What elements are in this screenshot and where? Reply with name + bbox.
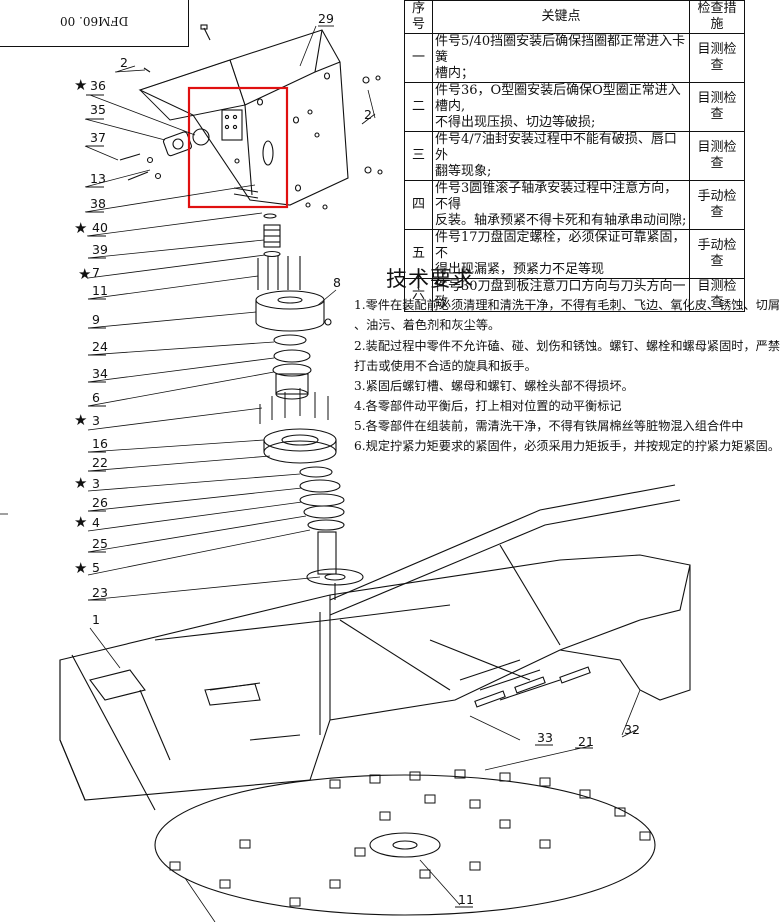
row-method: 手动检查 bbox=[689, 229, 745, 279]
critical-star-3: ★ bbox=[74, 411, 88, 429]
check-table-header: 序号 关键点 检查措施 bbox=[404, 0, 745, 34]
critical-star-5: ★ bbox=[74, 559, 88, 577]
row-method: 手动检查 bbox=[689, 180, 745, 230]
row-line: 翻等现象; bbox=[434, 164, 492, 179]
leader-lines bbox=[0, 25, 641, 922]
table-row: 五 件号17刀盘固定螺栓，必须保证可靠紧固，不得出现漏紧，预紧力不足等现 手动检… bbox=[404, 229, 745, 279]
balloon-3: 3 bbox=[92, 476, 100, 491]
tech-req-line: 1.零件在装配前必须清理和清洗干净，不得有毛刺、飞边、氧化皮、锈蚀、切屑 bbox=[354, 298, 780, 312]
tech-req-line: 4.各零部件动平衡后，打上相对位置的动平衡标记 bbox=[354, 399, 622, 413]
row-line: 件号36，O型圈安装后确保O型圈正常进入槽内, bbox=[434, 83, 681, 114]
row-line: 反装。轴承预紧不得卡死和有轴承串动间隙; bbox=[434, 213, 687, 228]
assembly-drawing bbox=[0, 24, 691, 922]
highlight-box bbox=[187, 86, 289, 209]
row-line: 得出现漏紧，预紧力不足等现 bbox=[434, 262, 604, 277]
row-keypoint: 件号3圆锥滚子轴承安装过程中注意方向，不得反装。轴承预紧不得卡死和有轴承串动间隙… bbox=[431, 180, 691, 230]
table-row: 六 件号30刀盘到板注意刀口方向与刀头方向一致 目测检查 bbox=[404, 278, 745, 312]
balloon-9: 9 bbox=[92, 312, 100, 327]
tech-req-line: 2.装配过程中零件不允许磕、碰、划伤和锈蚀。螺钉、螺栓和螺母紧固时，严禁 bbox=[354, 339, 780, 353]
row-keypoint: 件号4/7油封安装过程中不能有破损、唇口外翻等现象; bbox=[431, 131, 691, 181]
balloon-36: 36 bbox=[90, 78, 106, 93]
cutting-disc bbox=[154, 769, 656, 916]
balloon-2: 2 bbox=[364, 107, 372, 122]
row-no: 三 bbox=[404, 131, 433, 181]
balloon-16: 16 bbox=[92, 436, 108, 451]
critical-star-7: ★ bbox=[78, 265, 92, 283]
tech-req-line: 打击或使用不合适的旋具和扳手。 bbox=[354, 359, 537, 373]
balloon-29: 29 bbox=[318, 11, 334, 26]
shaft-stack bbox=[255, 213, 364, 600]
balloon-23: 23 bbox=[92, 585, 108, 600]
balloon-40: 40 bbox=[92, 220, 108, 235]
critical-star-3b: ★ bbox=[74, 474, 88, 492]
balloon-underlines bbox=[86, 25, 637, 908]
balloon-4: 4 bbox=[92, 515, 100, 530]
critical-star-36: ★ bbox=[74, 76, 88, 94]
row-no: 二 bbox=[404, 82, 433, 132]
header-keypoint: 关键点 bbox=[431, 0, 691, 34]
critical-star-40: ★ bbox=[74, 219, 88, 237]
balloon-25: 25 bbox=[92, 536, 108, 551]
row-line: 槽内； bbox=[434, 66, 474, 81]
balloon-7: 7 bbox=[92, 265, 100, 280]
balloon-39: 39 bbox=[92, 242, 108, 257]
tech-req-line: 3.紧固后螺钉槽、螺母和螺钉、螺栓头部不得损坏。 bbox=[354, 379, 634, 393]
row-no: 一 bbox=[404, 33, 433, 83]
balloon-6: 6 bbox=[92, 390, 100, 405]
table-row: 三 件号4/7油封安装过程中不能有破损、唇口外翻等现象; 目测检查 bbox=[404, 131, 745, 181]
title-stamp: DFM60. 00 bbox=[0, 0, 189, 47]
balloon-34: 34 bbox=[92, 366, 108, 381]
gearbox-cover bbox=[138, 29, 349, 206]
balloon-38: 38 bbox=[90, 196, 106, 211]
row-keypoint: 件号5/40挡圈安装后确保挡圈都正常进入卡簧槽内； bbox=[431, 33, 691, 83]
balloon-11: 11 bbox=[458, 892, 474, 907]
fasteners bbox=[119, 24, 383, 210]
balloon-13: 13 bbox=[90, 171, 106, 186]
row-line: 不得出现压损、切边等破损; bbox=[434, 115, 596, 130]
row-no: 五 bbox=[404, 229, 433, 279]
balloon-11: 11 bbox=[92, 283, 108, 298]
balloon-2: 2 bbox=[120, 55, 128, 70]
balloon-5: 5 bbox=[92, 560, 100, 575]
mower-deck bbox=[59, 484, 691, 811]
table-row: 四 件号3圆锥滚子轴承安装过程中注意方向，不得反装。轴承预紧不得卡死和有轴承串动… bbox=[404, 180, 745, 230]
balloon-37: 37 bbox=[90, 130, 106, 145]
table-row: 二 件号36，O型圈安装后确保O型圈正常进入槽内,不得出现压损、切边等破损; 目… bbox=[404, 82, 745, 132]
row-line: 件号5/40挡圈安装后确保挡圈都正常进入卡簧 bbox=[434, 34, 686, 65]
row-method: 目测检查 bbox=[689, 131, 745, 181]
tech-req-line: 6.规定拧紧力矩要求的紧固件，必须采用力矩扳手，并按规定的拧紧力矩紧固。 bbox=[354, 439, 780, 453]
balloon-33: 33 bbox=[537, 730, 553, 745]
row-keypoint: 件号36，O型圈安装后确保O型圈正常进入槽内,不得出现压损、切边等破损; bbox=[431, 82, 691, 132]
balloon-32: 32 bbox=[624, 722, 640, 737]
tech-req-line: 、油污、着色剂和灰尘等。 bbox=[354, 318, 501, 332]
critical-star-4: ★ bbox=[74, 513, 88, 531]
balloon-1: 1 bbox=[92, 612, 100, 627]
tech-req-line: 5.各零部件在组装前，需清洗干净，不得有铁屑棉丝等脏物混入组合件中 bbox=[354, 419, 744, 433]
balloon-3: 3 bbox=[92, 413, 100, 428]
balloon-22: 22 bbox=[92, 455, 108, 470]
check-table: 序号 关键点 检查措施 一 件号5/40挡圈安装后确保挡圈都正常进入卡簧槽内； … bbox=[404, 0, 745, 312]
balloon-8: 8 bbox=[333, 275, 341, 290]
row-line: 件号30刀盘到板注意刀口方向与刀头方向一致 bbox=[434, 279, 686, 310]
row-method: 目测检查 bbox=[689, 278, 745, 312]
balloon-26: 26 bbox=[92, 495, 108, 510]
row-keypoint: 件号17刀盘固定螺栓，必须保证可靠紧固，不得出现漏紧，预紧力不足等现 bbox=[431, 229, 691, 279]
row-method: 目测检查 bbox=[689, 33, 745, 83]
row-line: 件号3圆锥滚子轴承安装过程中注意方向，不得 bbox=[434, 181, 678, 212]
balloon-21: 21 bbox=[578, 734, 594, 749]
table-row: 一 件号5/40挡圈安装后确保挡圈都正常进入卡簧槽内； 目测检查 bbox=[404, 33, 745, 83]
tech-requirements-title: 技术要求 bbox=[386, 267, 474, 291]
row-line: 件号4/7油封安装过程中不能有破损、唇口外 bbox=[434, 132, 677, 163]
balloon-24: 24 bbox=[92, 339, 108, 354]
row-line: 件号17刀盘固定螺栓，必须保证可靠紧固，不 bbox=[434, 230, 686, 261]
balloon-35: 35 bbox=[90, 102, 106, 117]
row-keypoint: 件号30刀盘到板注意刀口方向与刀头方向一致 bbox=[431, 278, 691, 312]
